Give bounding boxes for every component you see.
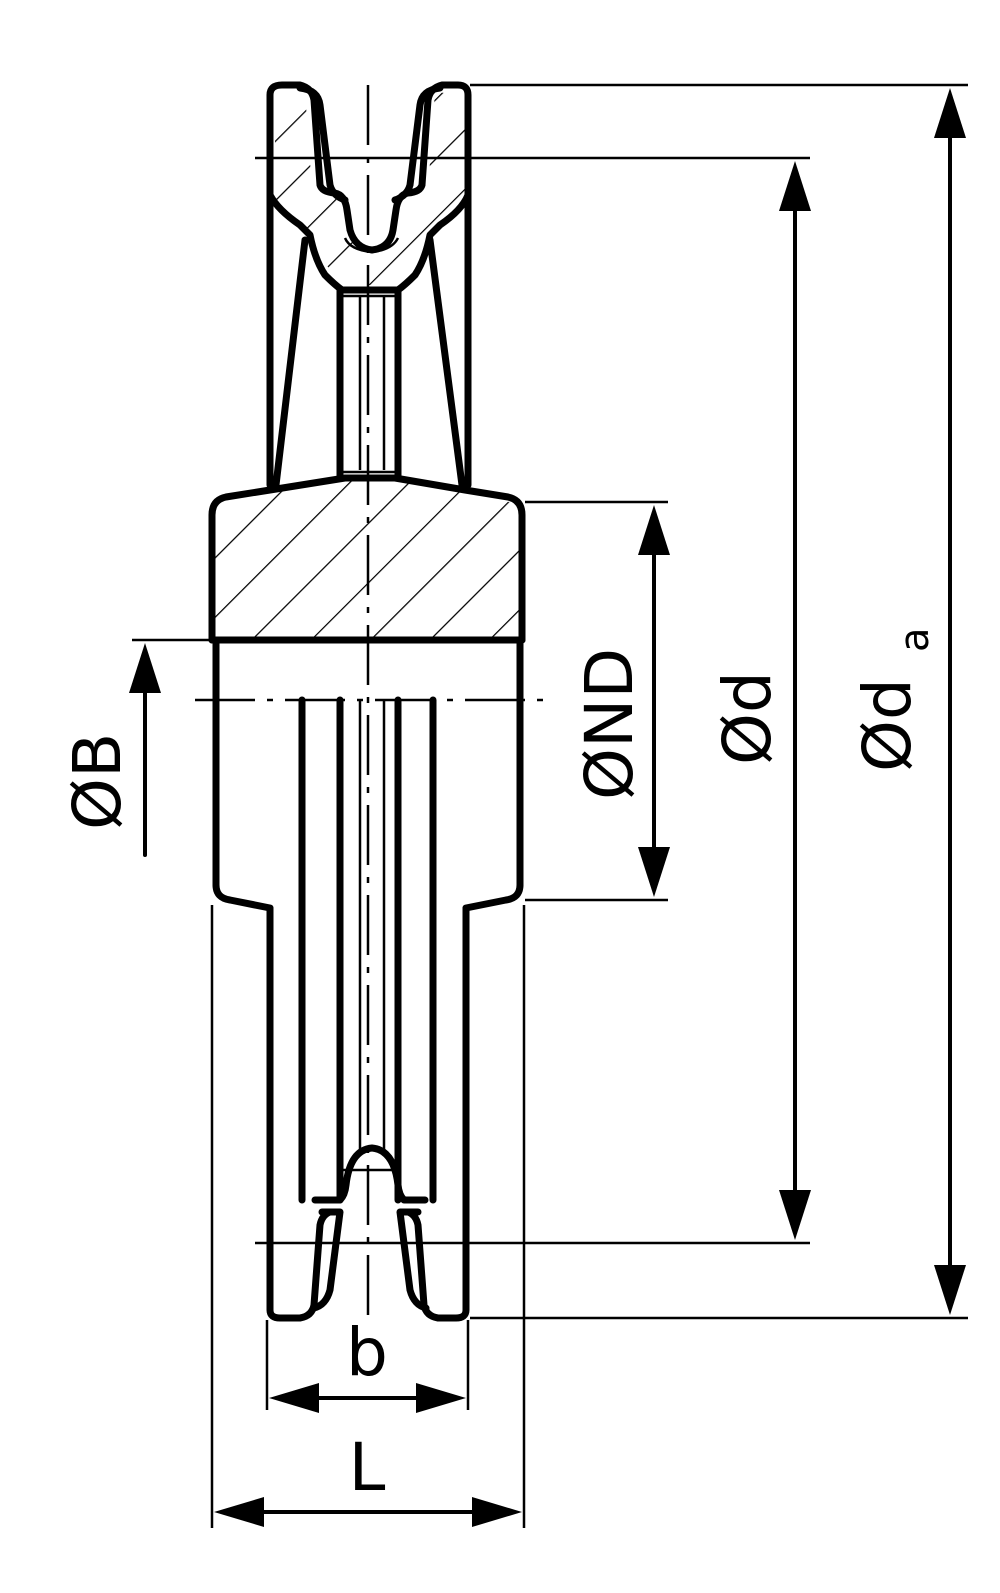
label-pitch-diameter: Ød	[709, 671, 786, 765]
label-hub-length: L	[349, 1429, 386, 1506]
rim-groove-top	[296, 84, 444, 254]
dim-pitch-diameter	[779, 161, 811, 1240]
rim-groove-bottom	[310, 1144, 430, 1312]
hub-body	[212, 636, 524, 1322]
dim-outer-diameter	[934, 88, 966, 1315]
label-outer-diameter-subscript: a	[892, 627, 938, 652]
label-groove-width: b	[346, 1314, 388, 1391]
keyway	[298, 696, 437, 1204]
extension-lines	[132, 83, 968, 1528]
center-lines	[195, 85, 545, 1320]
dim-hub-diameter	[638, 505, 670, 897]
label-bore-diameter: ØB	[59, 733, 136, 830]
label-hub-diameter: ØND	[571, 648, 648, 800]
dim-bore-diameter	[129, 643, 161, 857]
label-outer-diameter: Ød	[849, 678, 926, 772]
dim-hub-length	[214, 1497, 522, 1527]
dim-groove-width	[269, 1383, 466, 1413]
rim-section	[266, 81, 472, 294]
pulley-web	[266, 191, 472, 489]
